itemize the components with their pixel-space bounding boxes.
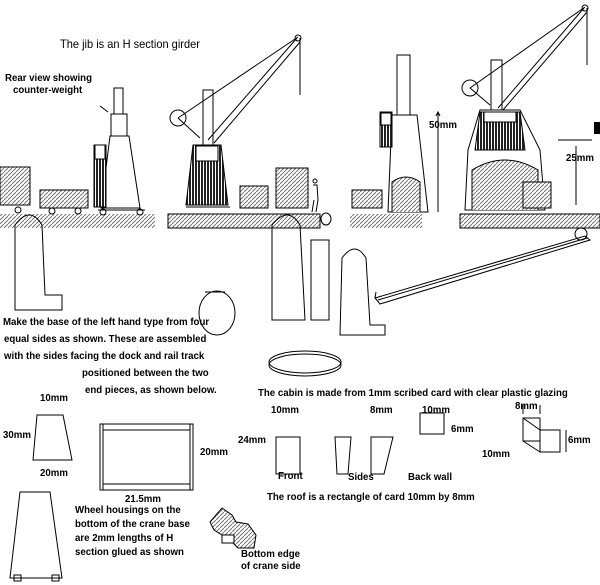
bottom-edge-piece [209, 507, 257, 549]
dim-back-width: 10mm [422, 404, 450, 416]
end-piece [339, 248, 386, 336]
crane-tall-base [379, 54, 429, 213]
marker-block [594, 122, 600, 134]
dim-frame-height: 20mm [200, 446, 228, 458]
dim-front-width: 10mm [271, 404, 299, 416]
wheel-note-1: Wheel housings on the [75, 504, 181, 516]
rear-view-label: Rear view showing [5, 72, 92, 84]
base-side-piece [14, 214, 63, 311]
post-piece [310, 239, 330, 321]
wheel-note-3: are 2mm lengths of H [75, 532, 174, 544]
dim-cube-height: 6mm [568, 434, 591, 446]
crane-rear-view [93, 87, 145, 216]
small-cylinder [320, 212, 332, 226]
dim-cube-depth: 10mm [482, 448, 510, 460]
ground-strip [167, 213, 321, 229]
dim-height: 30mm [3, 429, 31, 441]
ground-strip [459, 213, 600, 229]
base-instructions-4: positioned between the two [82, 367, 209, 379]
jib-girder [374, 235, 592, 305]
ground-strip [0, 214, 155, 228]
bottom-edge-label-2: of crane side [241, 560, 301, 572]
wagon [522, 181, 552, 209]
jib-caption: The jib is an H section girder [60, 37, 200, 51]
dim-front-height: 24mm [238, 434, 266, 446]
label-front: Front [278, 470, 303, 482]
cabin-front [275, 436, 301, 475]
cabin-heading: The cabin is made from 1mm scribed card … [258, 387, 568, 399]
dim-sides-width: 8mm [370, 404, 393, 416]
base-frame [99, 423, 194, 491]
ground-strip [350, 214, 422, 228]
cabin-side [334, 436, 352, 475]
dim-frame-width: 21.5mm [125, 493, 161, 505]
base-instructions-5: end pieces, as shown below. [85, 384, 217, 396]
label-back-wall: Back wall [408, 471, 453, 483]
wagon [39, 189, 89, 209]
wagon [239, 185, 269, 209]
dim-back-height: 6mm [451, 423, 474, 435]
base-instructions-1: Make the base of the left hand type from… [3, 316, 210, 328]
end-piece [271, 214, 306, 321]
dim-50mm-label: 50mm [429, 119, 457, 131]
base-side-with-wheels [9, 491, 63, 579]
base-instructions-3: with the sides facing the dock and rail … [4, 350, 205, 362]
dim-cube-width: 8mm [515, 400, 538, 412]
cabin-cube [522, 405, 567, 453]
wagon [0, 166, 31, 206]
base-instructions-2: equal sides as shown. These are assemble… [4, 333, 207, 345]
dim-25mm-label: 25mm [566, 152, 594, 164]
roof-note: The roof is a rectangle of card 10mm by … [267, 491, 475, 503]
wheel-note-4: section glued as shown [75, 546, 184, 558]
wheel-note-2: bottom of the crane base [75, 518, 190, 530]
base-disc [268, 350, 342, 374]
rear-view-label-2: counter-weight [13, 84, 83, 96]
wagon [351, 189, 383, 209]
dimension-50mm-arrow [435, 110, 441, 212]
cabin-side [370, 436, 394, 475]
dim-bottom-width: 20mm [40, 467, 68, 479]
base-trapezoid [32, 414, 73, 461]
label-sides: Sides [348, 471, 374, 483]
crane-side-view [169, 34, 302, 208]
wagon [275, 167, 309, 209]
dimension-25mm-arrow [558, 139, 592, 205]
cylinder-piece [198, 290, 236, 336]
dim-top-width: 10mm [40, 392, 68, 404]
crane-arch-base [461, 4, 589, 211]
person [311, 184, 319, 213]
cabin-back-wall [419, 412, 445, 435]
bottom-edge-label-1: Bottom edge [241, 548, 301, 560]
